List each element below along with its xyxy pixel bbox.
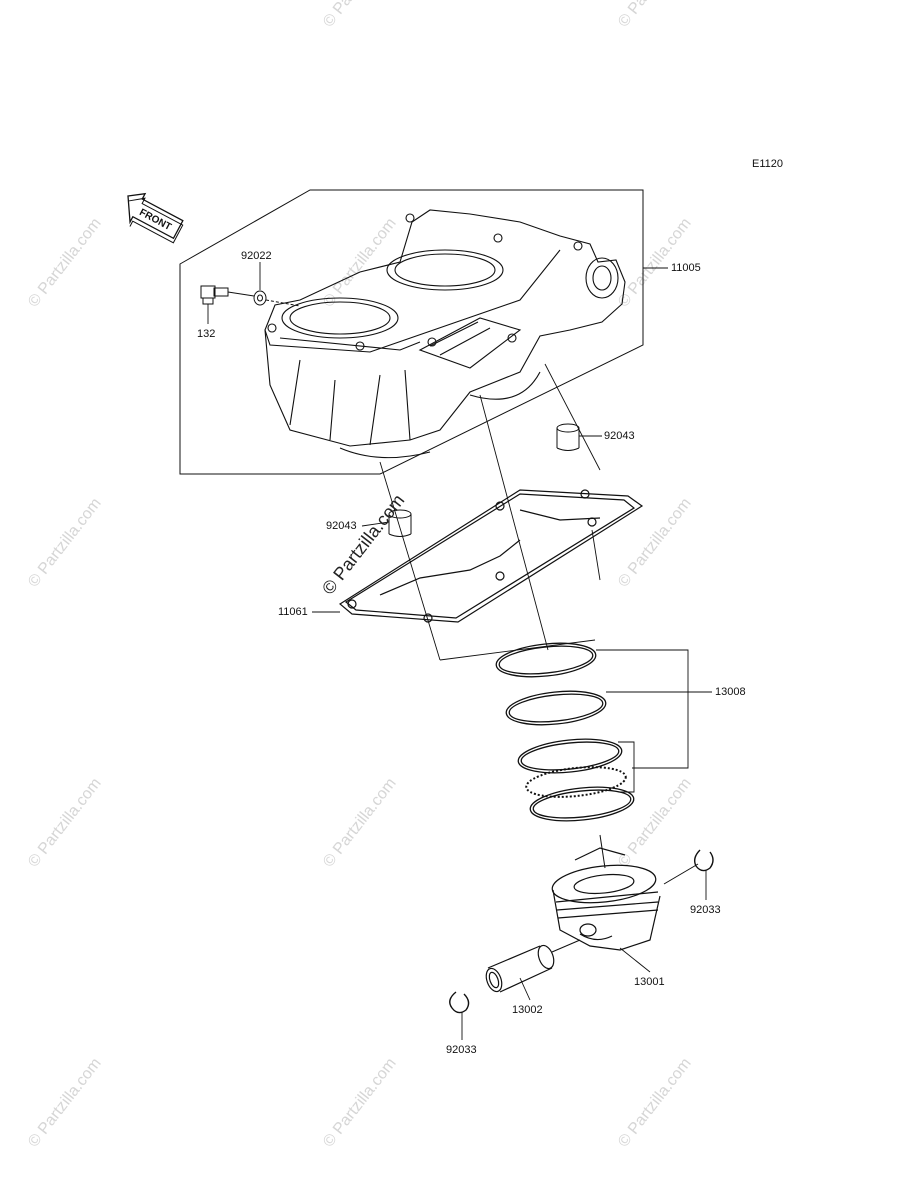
washer-92022 [253,290,267,306]
cylinder-block [264,209,626,459]
cylinder-gasket-11061 [338,489,644,623]
circlip-92033-right [693,849,714,872]
diagram-ref-code: E1120 [752,158,783,170]
circlip-axis [663,863,699,885]
piston-pin-13002 [485,944,555,993]
cylinder-frame [179,189,644,475]
piston-pin-axis [551,939,581,953]
part-label-13002[interactable]: 13002 [512,1004,543,1016]
part-label-92033-right[interactable]: 92033 [690,904,721,916]
piston-axis [599,834,606,869]
piston-rings-13008 [495,642,635,822]
leader-lines [207,262,712,1040]
part-label-11005[interactable]: 11005 [671,262,701,274]
part-label-92033-left[interactable]: 92033 [446,1044,477,1056]
part-label-92043-upper[interactable]: 92043 [604,430,635,442]
front-arrow-icon: FRONT [127,192,184,244]
piston-13001 [551,847,661,951]
part-label-11061[interactable]: 11061 [278,606,308,618]
part-label-92043-lower[interactable]: 92043 [326,520,357,532]
dowel-pin-92043-upper [556,423,580,451]
dowel-pin-92043-lower [388,509,412,537]
washer-92022-hole [257,294,263,302]
part-label-13001[interactable]: 13001 [634,976,665,988]
part-label-92022[interactable]: 92022 [241,250,272,262]
bolt-132 [200,285,229,305]
bolt-axis-dashed [265,299,301,307]
bolt-axis [227,291,255,297]
circlip-92033-left [449,991,470,1014]
part-label-132[interactable]: 132 [197,328,216,340]
part-label-13008[interactable]: 13008 [715,686,746,698]
